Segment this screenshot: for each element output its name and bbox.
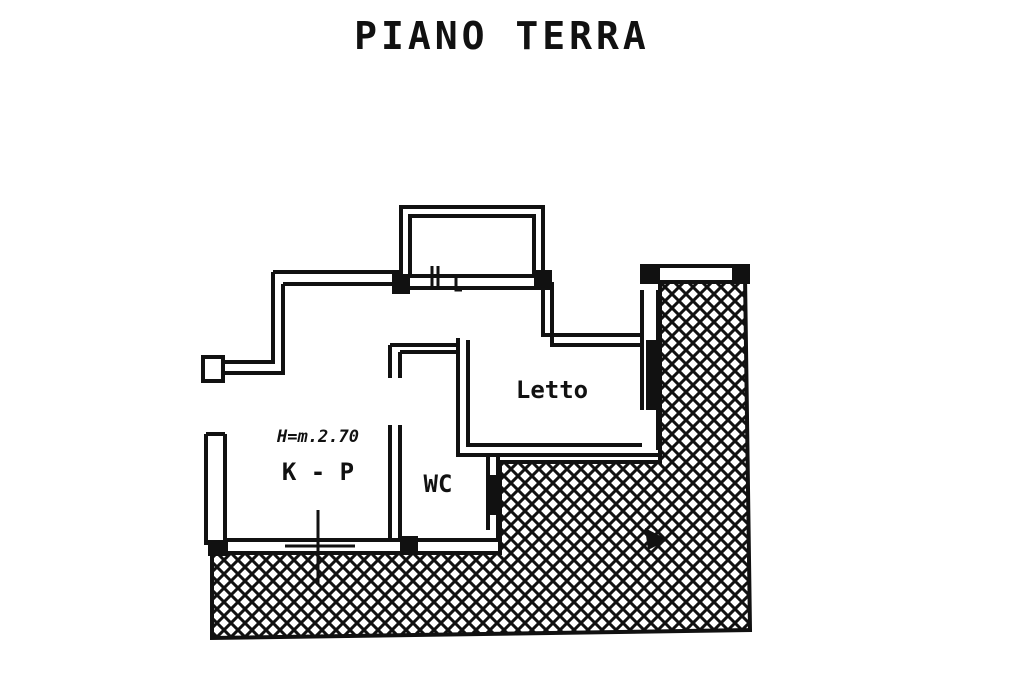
- column: [392, 274, 410, 294]
- room-label-wc: WC: [424, 470, 453, 498]
- terrace-mark: [645, 528, 668, 550]
- column: [208, 540, 228, 556]
- room-label-kp: K - P: [282, 458, 354, 486]
- window-marks: [285, 266, 462, 585]
- column: [488, 475, 500, 515]
- room-label-letto: Letto: [516, 376, 588, 404]
- terrace-corner-post: [642, 266, 660, 284]
- height-note: H=m.2.70: [276, 427, 359, 447]
- terrace-corner-post: [732, 266, 748, 284]
- column: [534, 270, 552, 290]
- column: [400, 536, 418, 554]
- page-title: PIANO TERRA: [354, 14, 650, 58]
- column: [646, 340, 658, 410]
